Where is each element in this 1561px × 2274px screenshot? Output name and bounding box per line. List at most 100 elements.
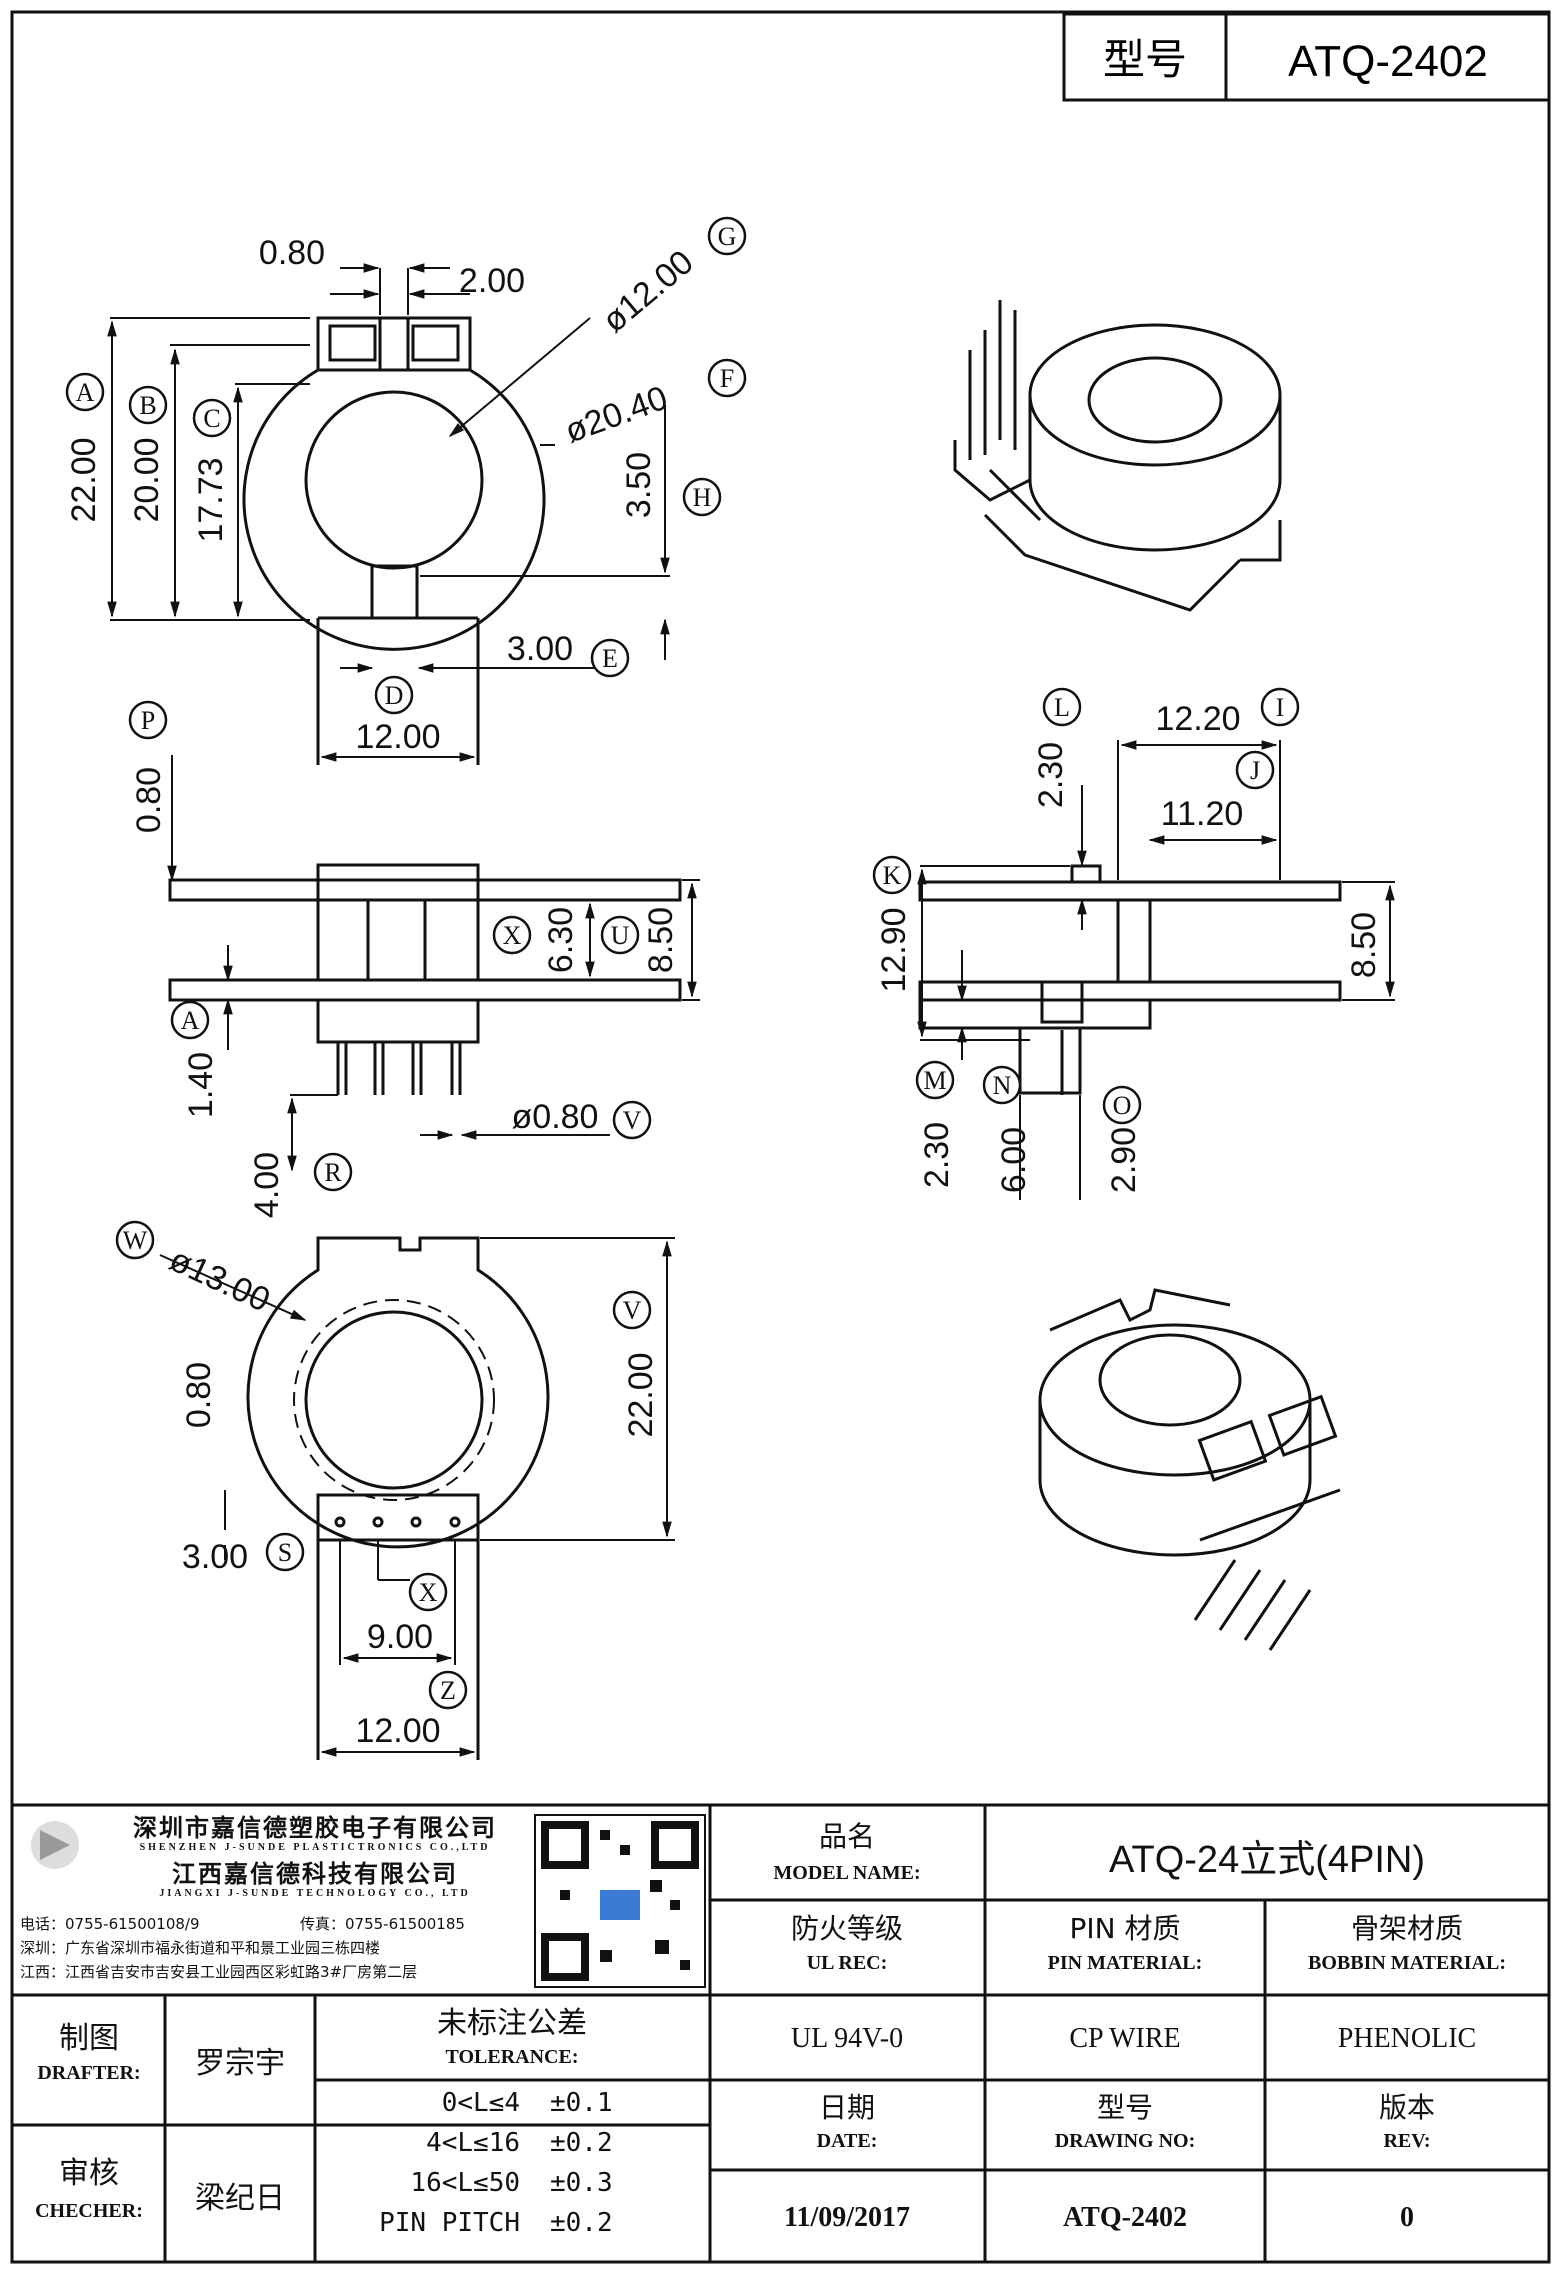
- svg-text:A: A: [181, 1006, 200, 1035]
- date-value: 11/09/2017: [783, 2201, 910, 2233]
- svg-text:B: B: [139, 391, 156, 420]
- dim-d-bottom: 0.80: [180, 1362, 218, 1428]
- bobbin-material-value: PHENOLIC: [1337, 2023, 1477, 2054]
- drafter-value: 罗宗宇: [195, 2046, 285, 2081]
- dim-z: 12.00: [355, 1712, 440, 1750]
- dim-b: 20.00: [128, 437, 166, 522]
- bobbin-material-cn: 骨架材质: [1350, 1912, 1463, 1945]
- circle-label-D: D: [374, 675, 414, 715]
- rev-en: REV:: [1383, 2129, 1431, 2152]
- company-name-2-en: JIANGXI J-SUNDE TECHNOLOGY CO., LTD: [159, 1887, 471, 1899]
- svg-text:E: E: [602, 644, 618, 673]
- drawing-no-cn: 型号: [1096, 2091, 1153, 2124]
- svg-text:S: S: [278, 1538, 292, 1567]
- svg-text:J: J: [1250, 756, 1260, 785]
- date-cn: 日期: [818, 2091, 875, 2124]
- circle-label-G: G: [707, 216, 747, 256]
- circle-label-C: C: [192, 398, 232, 438]
- circle-label-A: A: [65, 372, 105, 412]
- dim-t: 8.50: [642, 907, 680, 973]
- rev-value: 0: [1400, 2201, 1414, 2233]
- dim-f: ø20.40: [560, 379, 672, 451]
- company-name-1-en: SHENZHEN J-SUNDE PLASTICTRONICS CO.,LTD: [139, 1841, 491, 1853]
- svg-text:X: X: [419, 1578, 438, 1607]
- circle-label-L: L: [1042, 687, 1082, 727]
- bobbin-material-en: BOBBIN MATERIAL:: [1308, 1951, 1506, 1974]
- bottom-view-dims: [159, 1237, 675, 1757]
- svg-text:I: I: [1276, 693, 1285, 722]
- dim-d2: 2.00: [459, 262, 525, 300]
- ul-rec-cn: 防火等级: [790, 1912, 903, 1945]
- company-address-2: 江西：江西省吉安市吉安县工业园西区彩虹路3#厂房第二层: [20, 1962, 418, 1981]
- tolerance-row: 0<L≤4 ±0.1: [320, 2088, 705, 2128]
- svg-text:Z: Z: [440, 1676, 456, 1705]
- side-view: [918, 864, 1342, 1095]
- circle-label-S: S: [265, 1532, 305, 1572]
- circle-labels: G F A B C H E D P X U A V R L I J K M N …: [65, 216, 1300, 1710]
- model-name-cn: 品名: [818, 1820, 875, 1853]
- ul-rec-value: UL 94V-0: [790, 2023, 904, 2054]
- tolerance-en: TOLERANCE:: [445, 2045, 579, 2068]
- circle-label-U: V: [612, 1100, 652, 1140]
- dim-v: 22.00: [622, 1352, 660, 1437]
- company-name-2: 江西嘉信德科技有限公司: [172, 1859, 458, 1888]
- company-phone: 电话：0755-61500108/9: [20, 1914, 200, 1933]
- svg-text:U: U: [611, 921, 630, 950]
- dim-r: 4.00: [248, 1152, 286, 1218]
- circle-label-I: I: [1260, 687, 1300, 727]
- drawing-no-value: ATQ-2402: [1063, 2201, 1187, 2233]
- svg-text:N: N: [993, 1071, 1012, 1100]
- type-label: 型号: [1103, 35, 1187, 84]
- qr-code: [534, 1814, 706, 1988]
- top-view-dims: [107, 263, 670, 762]
- title-block-lines: [12, 1803, 1549, 2262]
- circle-label-P: P: [128, 700, 168, 740]
- dim-x: 6.30: [542, 907, 580, 973]
- circle-label-M: M: [915, 1060, 955, 1100]
- pin-material-value: CP WIRE: [1069, 2023, 1181, 2054]
- circle-label-J: J: [1235, 750, 1275, 790]
- model-name-en: MODEL NAME:: [773, 1861, 921, 1884]
- svg-text:X: X: [503, 921, 522, 950]
- dim-a: 22.00: [65, 437, 103, 522]
- dim-g: ø12.00: [595, 243, 701, 340]
- tolerance-row: PIN PITCH ±0.2: [320, 2208, 705, 2248]
- iso-view-bottom: [1038, 1288, 1341, 1651]
- circle-label-E: E: [590, 638, 630, 678]
- dim-p: 0.80: [130, 767, 168, 833]
- dim-h-side: 8.50: [1345, 912, 1383, 978]
- circle-label-B: B: [128, 385, 168, 425]
- circle-label-N: N: [982, 1065, 1022, 1105]
- circle-label-A2: A: [170, 1000, 210, 1040]
- svg-text:C: C: [203, 404, 220, 433]
- date-en: DATE:: [816, 2129, 878, 2152]
- circle-label-Y: X: [408, 1572, 448, 1612]
- iso-view-top: [953, 300, 1282, 612]
- tolerance-value: ±0.2: [550, 2208, 613, 2238]
- checker-en: CHECHER:: [35, 2199, 143, 2222]
- dim-s: 3.00: [182, 1538, 248, 1576]
- dim-w-dia: ø13.00: [164, 1240, 276, 1319]
- circle-label-O: O: [1102, 1085, 1142, 1125]
- drawing-no-en: DRAWING NO:: [1054, 2129, 1196, 2152]
- dim-i: 12.20: [1155, 700, 1240, 738]
- svg-text:G: G: [718, 222, 737, 251]
- circle-label-K: K: [872, 855, 912, 895]
- front-view-labels: 0.80 6.30 8.50 1.40 ø0.80 4.00: [130, 767, 680, 1218]
- sheet-border: [10, 10, 1551, 2264]
- svg-text:P: P: [141, 706, 155, 735]
- checker-cn: 审核: [59, 2156, 119, 2191]
- front-view-dims: [167, 755, 700, 1172]
- svg-text:D: D: [385, 681, 404, 710]
- svg-text:V: V: [623, 1296, 642, 1325]
- top-view-labels: 0.80 2.00 ø12.00 ø20.40 22.00 20.00 17.7…: [65, 234, 701, 756]
- top-view: [242, 316, 546, 765]
- tolerance-row: 16<L≤50 ±0.3: [320, 2168, 705, 2208]
- circle-label-Z: Z: [428, 1670, 468, 1710]
- dim-y: 9.00: [367, 1618, 433, 1656]
- side-view-dims: [917, 740, 1395, 1200]
- svg-text:V: V: [623, 1106, 642, 1135]
- svg-text:M: M: [923, 1066, 946, 1095]
- dim-k: 12.90: [875, 907, 913, 992]
